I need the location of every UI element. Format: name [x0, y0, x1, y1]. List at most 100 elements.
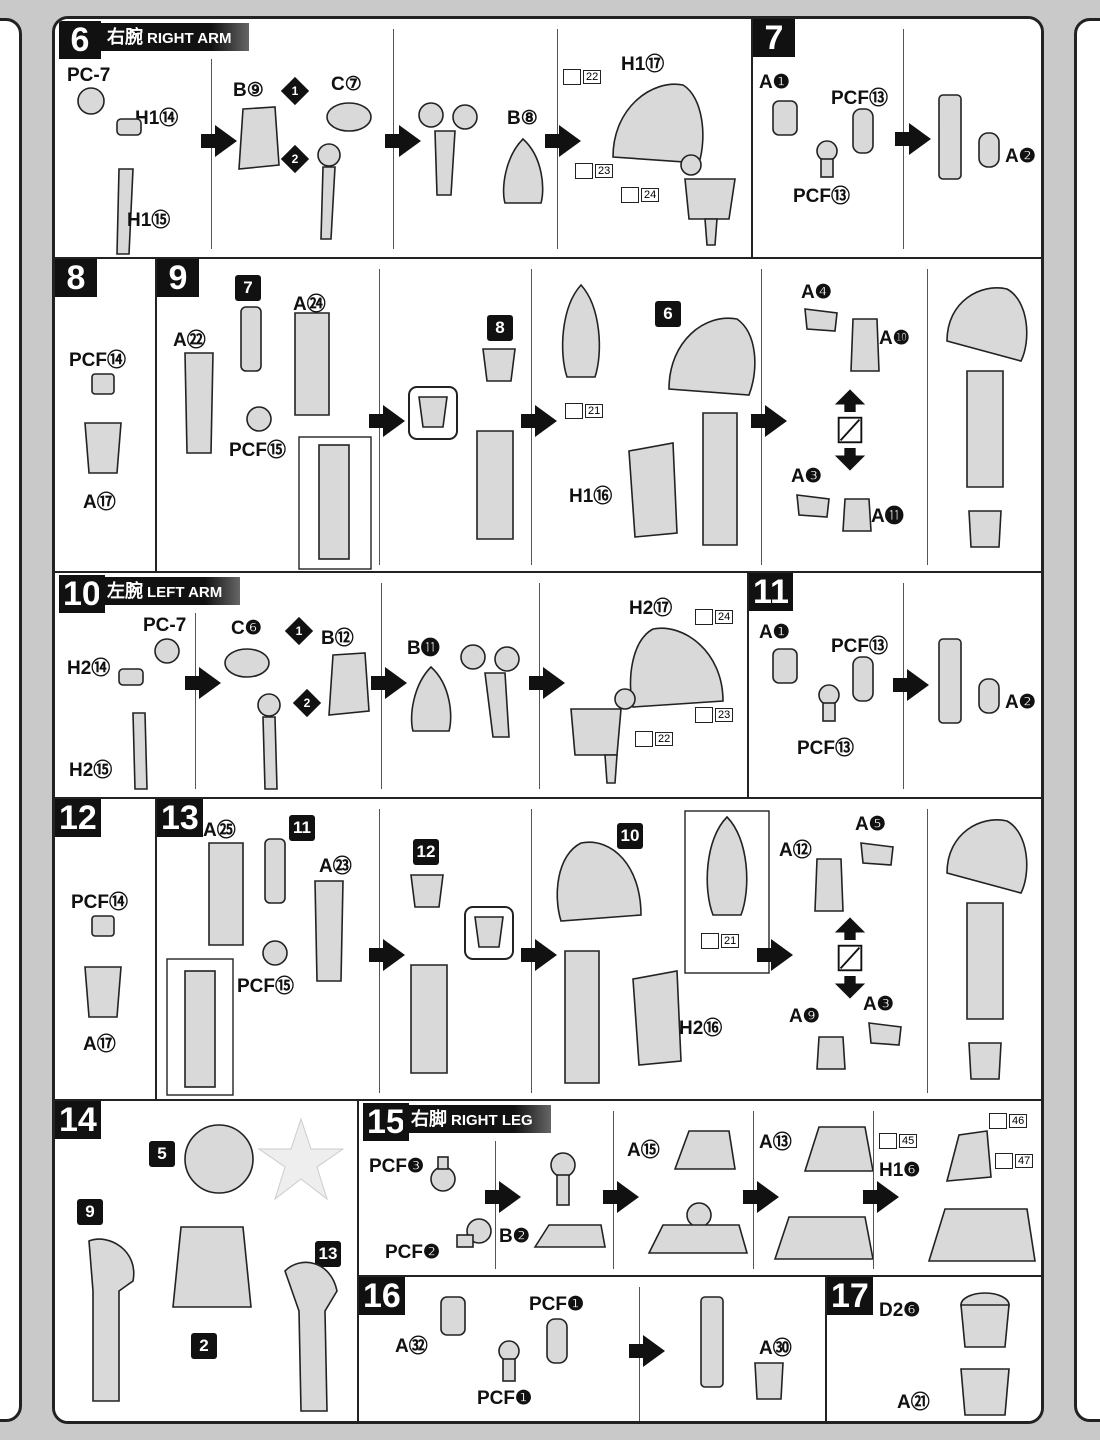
shoulder-assembly — [556, 841, 642, 922]
hand-part — [814, 858, 844, 912]
reference-badge: 11 — [289, 815, 315, 841]
reference-badge: 5 — [149, 1141, 175, 1167]
part-label: B⑧ — [507, 108, 538, 129]
right-arrow-icon — [529, 667, 565, 699]
sticker-icon — [701, 933, 719, 949]
part-label: A❸ — [791, 466, 822, 487]
step-number: 8 — [55, 259, 97, 297]
shoulder-assembly — [668, 317, 756, 396]
step-number: 16 — [359, 1277, 405, 1315]
part-label: H2⑰ — [629, 598, 673, 619]
sticker-ref: 22 — [563, 69, 602, 85]
torso-part — [172, 1226, 252, 1308]
part-label: B⑨ — [233, 80, 264, 101]
joint-part — [116, 118, 142, 136]
step-title-en: RIGHT LEG — [451, 1112, 533, 1129]
sticker-ref: 47 — [995, 1153, 1034, 1169]
poly-cap-part — [262, 940, 288, 966]
sticker-ref: 23 — [575, 163, 614, 179]
divider — [495, 1141, 496, 1269]
arm-assembly — [680, 154, 736, 246]
detail-inset — [408, 386, 458, 440]
step-title-jp: 左腕 — [107, 581, 143, 601]
detail-inset — [298, 436, 372, 570]
sticker-icon — [635, 731, 653, 747]
step-number: 17 — [827, 1277, 873, 1315]
part-label: H1⑭ — [135, 108, 179, 129]
part-label: H1❻ — [879, 1160, 921, 1181]
order-marker: 1 — [280, 76, 310, 106]
part-label: PCF❶ — [477, 1388, 533, 1409]
part-label: A㉔ — [293, 294, 326, 315]
step-number: 7 — [753, 19, 795, 57]
arm-assembly — [418, 102, 478, 196]
part-label: PC-7 — [67, 65, 111, 86]
sticker-icon — [575, 163, 593, 179]
sticker-ref: 46 — [989, 1113, 1028, 1129]
sticker-ref: 21 — [701, 933, 740, 949]
reference-badge: 6 — [655, 301, 681, 327]
right-arrow-icon — [629, 1335, 665, 1367]
forearm-cover-part — [561, 283, 601, 378]
part-label: A❷ — [1005, 146, 1036, 167]
poly-cap-part — [818, 684, 840, 722]
poly-cap-part — [91, 373, 115, 395]
hand-part — [842, 498, 872, 532]
wrist-part — [84, 422, 122, 474]
ankle-joint — [550, 1152, 576, 1206]
forearm-part — [184, 352, 214, 454]
part-label: PCF⑬ — [831, 88, 889, 109]
part-label: PCF❶ — [529, 1294, 585, 1315]
elbow-assembly — [938, 638, 962, 724]
right-arrow-icon — [201, 125, 237, 157]
poly-cap-part — [456, 1218, 492, 1248]
step-title-en: RIGHT ARM — [147, 30, 232, 47]
connector-part — [772, 100, 798, 136]
foot-assembly — [773, 1216, 874, 1260]
completed-arm — [946, 287, 1028, 548]
forearm-assembly — [476, 430, 514, 540]
foot-cover — [673, 1130, 736, 1170]
part-label: D2❻ — [879, 1300, 921, 1321]
order-marker: 2 — [280, 144, 310, 174]
poly-cap-part — [498, 1340, 520, 1382]
part-label: PCF⑭ — [69, 350, 127, 371]
part-label: A❸ — [863, 994, 894, 1015]
completed-arm — [946, 819, 1028, 1080]
right-arrow-icon — [369, 405, 405, 437]
toe-armor — [945, 1130, 992, 1182]
shoulder-part — [224, 648, 270, 678]
left-edge-panel — [0, 18, 22, 1422]
right-arrow-icon — [371, 667, 407, 699]
divider — [211, 59, 212, 249]
rod-part — [116, 168, 134, 255]
foot-base — [533, 1224, 606, 1248]
forearm-assembly — [410, 964, 448, 1074]
reference-badge: 7 — [235, 275, 261, 301]
part-label: A⑮ — [627, 1140, 660, 1161]
part-label: PCF⑭ — [71, 892, 129, 913]
right-arrow-icon — [603, 1181, 639, 1213]
step-16-cell: 16 A㉜ PCF❶ PCF❶ A㉚ — [359, 1277, 827, 1421]
part-label: A㉑ — [897, 1392, 930, 1413]
hand-guard-part — [796, 494, 830, 518]
connector-part — [440, 1296, 466, 1336]
poly-cap-part — [154, 638, 180, 664]
connector-part — [772, 648, 798, 684]
part-label: A⑰ — [83, 492, 116, 513]
sticker-icon — [695, 609, 713, 625]
step-number: 11 — [749, 573, 793, 611]
part-label: PCF⑮ — [237, 976, 295, 997]
hand-part — [816, 1036, 846, 1070]
right-edge-panel — [1074, 18, 1100, 1422]
poly-cap-part — [91, 915, 115, 937]
right-arrow-icon — [895, 123, 931, 155]
knee-assembly — [700, 1296, 724, 1388]
part-label: A⑫ — [779, 840, 812, 861]
step-11-cell: 11 A❶ PCF⑬ PCF⑬ A❷ — [749, 573, 1041, 799]
